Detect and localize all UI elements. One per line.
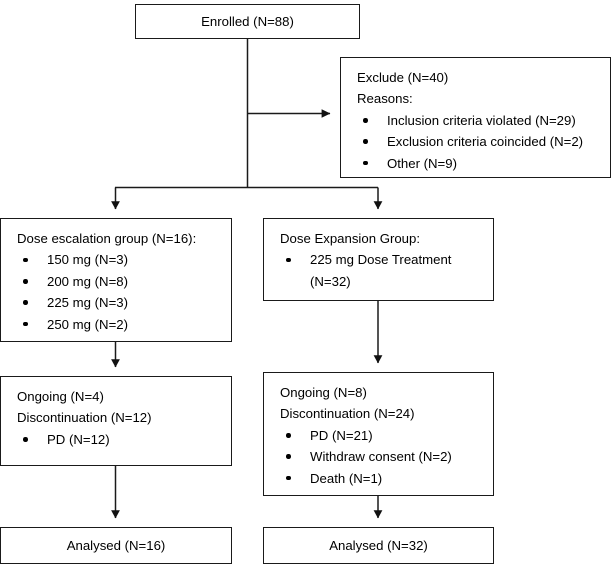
list-item-label: 150 mg (N=3) <box>47 252 128 268</box>
list-item: 200 mg (N=8) <box>17 271 217 292</box>
list-item-label: Inclusion criteria violated (N=29) <box>387 112 576 128</box>
list-item-label: Death (N=1) <box>310 470 383 486</box>
list-item: Death (N=1) <box>280 468 479 489</box>
node-left-status-reason-list: PD (N=12) <box>17 429 217 450</box>
list-item-label: Exclusion criteria coincided (N=2) <box>387 134 584 150</box>
node-left-status-discontinuation: Discontinuation (N=12) <box>17 410 152 426</box>
node-left-status-ongoing: Ongoing (N=4) <box>17 389 104 404</box>
list-item-label: 225 mg Dose Treatment <box>310 252 452 268</box>
list-item-label: Withdraw consent (N=2) <box>310 449 452 465</box>
node-right-status-ongoing: Ongoing (N=8) <box>280 385 367 400</box>
list-item-label: PD (N=12) <box>47 431 110 447</box>
node-dose-expansion-heading: Dose Expansion Group: <box>280 231 421 246</box>
bullet-icon <box>23 278 28 284</box>
list-item: PD (N=21) <box>280 425 479 446</box>
list-item-label: Other (N=9) <box>387 155 457 171</box>
bullet-icon <box>23 436 28 442</box>
node-dose-expansion-list: 225 mg Dose Treatment (N=32) <box>280 249 479 292</box>
list-item: 250 mg (N=2) <box>17 314 217 335</box>
node-enrolled-label: Enrolled (N=88) <box>201 13 294 29</box>
list-item: PD (N=12) <box>17 429 217 450</box>
bullet-icon <box>286 432 291 438</box>
node-right-status: Ongoing (N=8) Discontinuation (N=24) PD … <box>263 372 494 496</box>
list-item: Inclusion criteria violated (N=29) <box>357 110 596 131</box>
bullet-icon <box>363 117 368 123</box>
list-item: 150 mg (N=3) <box>17 249 217 270</box>
node-enrolled: Enrolled (N=88) <box>135 4 360 39</box>
node-left-analysed: Analysed (N=16) <box>0 527 232 564</box>
node-left-status: Ongoing (N=4) Discontinuation (N=12) PD … <box>0 376 232 466</box>
node-right-status-discontinuation: Discontinuation (N=24) <box>280 406 415 422</box>
node-right-analysed: Analysed (N=32) <box>263 527 494 564</box>
node-dose-expansion-group: Dose Expansion Group: 225 mg Dose Treatm… <box>263 218 494 301</box>
list-item-label-continued: (N=32) <box>310 273 351 289</box>
list-item: Withdraw consent (N=2) <box>280 446 479 467</box>
list-item: 225 mg Dose Treatment (N=32) <box>280 249 479 292</box>
list-item-label: 200 mg (N=8) <box>47 273 128 289</box>
bullet-icon <box>286 454 291 459</box>
bullet-icon <box>286 475 291 481</box>
node-dose-escalation-list: 150 mg (N=3) 200 mg (N=8) 225 mg (N=3) 2… <box>17 249 217 335</box>
bullet-icon <box>23 321 28 327</box>
bullet-icon <box>23 300 28 305</box>
node-right-status-reason-list: PD (N=21) Withdraw consent (N=2) Death (… <box>280 425 479 489</box>
node-exclude: Exclude (N=40) Reasons: Inclusion criter… <box>340 57 611 178</box>
list-item: Other (N=9) <box>357 153 596 174</box>
list-item-label: PD (N=21) <box>310 427 373 443</box>
node-exclude-reason-list: Inclusion criteria violated (N=29) Exclu… <box>357 110 596 174</box>
node-dose-escalation-heading: Dose escalation group (N=16): <box>17 231 197 246</box>
node-exclude-reasons-label: Reasons: <box>357 91 413 107</box>
list-item: 225 mg (N=3) <box>17 292 217 313</box>
node-left-analysed-label: Analysed (N=16) <box>66 537 166 553</box>
list-item-label: 225 mg (N=3) <box>47 295 128 311</box>
node-dose-escalation-group: Dose escalation group (N=16): 150 mg (N=… <box>0 218 232 342</box>
bullet-icon <box>363 160 368 166</box>
node-right-analysed-label: Analysed (N=32) <box>329 537 428 553</box>
node-exclude-title: Exclude (N=40) <box>357 70 449 85</box>
list-item-label: 250 mg (N=2) <box>47 316 128 332</box>
list-item: Exclusion criteria coincided (N=2) <box>357 131 596 152</box>
bullet-icon <box>363 139 368 144</box>
bullet-icon <box>286 257 291 263</box>
bullet-icon <box>23 257 28 263</box>
